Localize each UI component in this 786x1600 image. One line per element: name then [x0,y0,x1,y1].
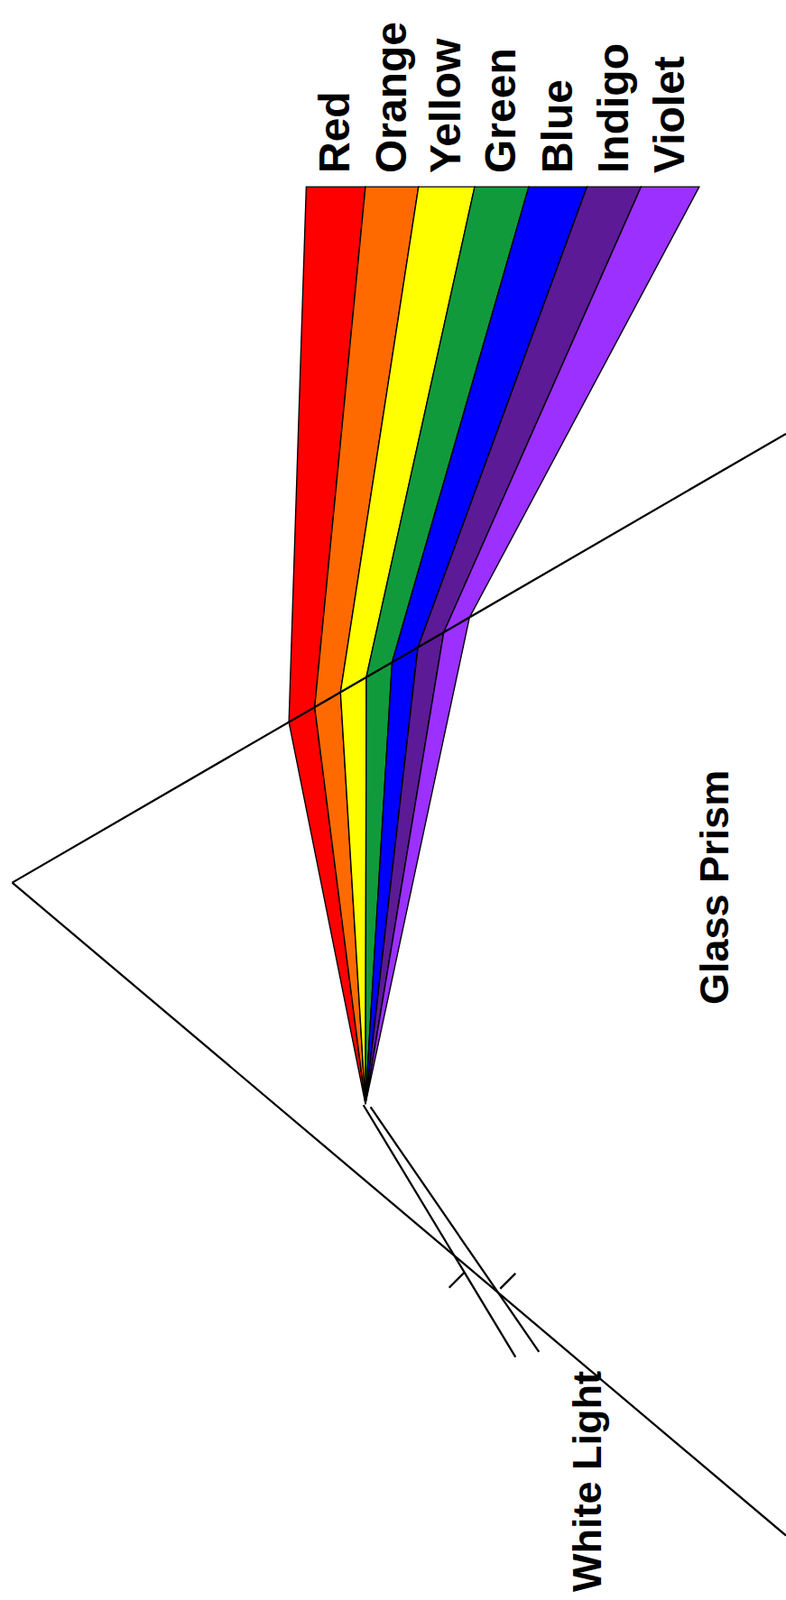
ray-line [370,1107,540,1352]
color-label: Red [313,92,357,175]
color-label: Orange [369,21,414,174]
color-label: Blue [536,79,580,174]
color-label: Violet [647,55,692,174]
prism-outline [12,434,786,1537]
spectrum-band [443,186,700,633]
ray-line [363,1105,517,1358]
prism-edge [12,883,786,1537]
color-label: Indigo [591,43,636,174]
color-label: Green [479,48,523,175]
spectrum-band [417,186,641,648]
ray-arrow-barb [499,1274,516,1290]
prism-label: Glass Prism [693,770,735,1006]
prism-edge [12,434,786,884]
color-label: Yellow [424,38,468,174]
light-label: White Light [566,1371,608,1593]
ray-arrow-barb [449,1273,465,1289]
refracted-band [365,617,470,1105]
white-light-ray [363,1105,540,1358]
refracted-band [340,677,367,1105]
spectrum-bands [288,186,700,1105]
